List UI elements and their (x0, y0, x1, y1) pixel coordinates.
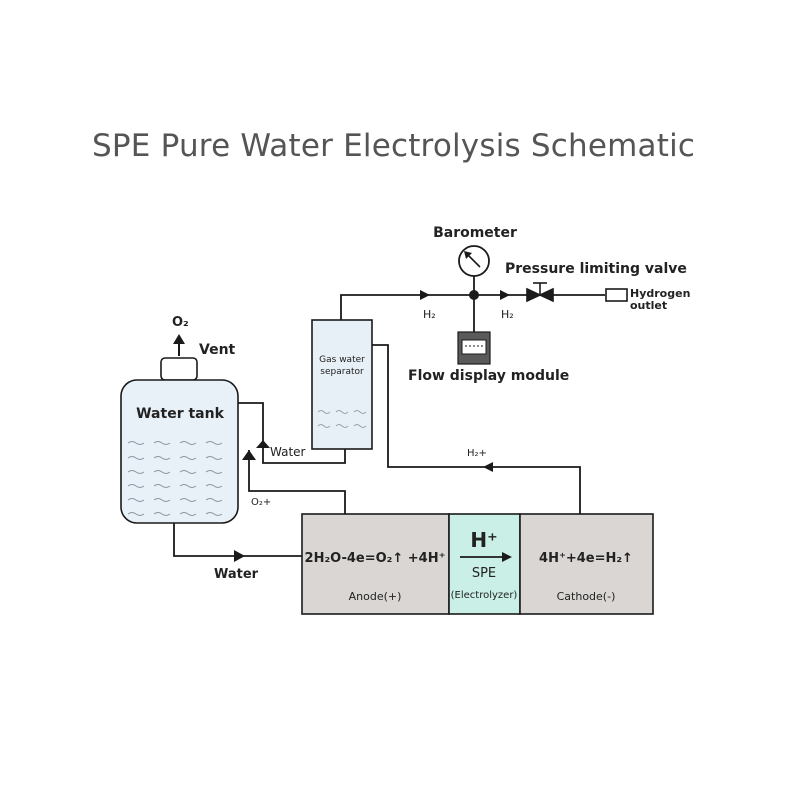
h2-label-left: H₂ (423, 308, 436, 321)
spe-membrane (448, 513, 521, 615)
vent-arrow-icon (173, 334, 185, 356)
h-plus-label: H⁺ (470, 528, 497, 552)
flow-display-icon (457, 331, 491, 365)
separator-label-1: Gas water (319, 355, 365, 365)
o2-label: O₂ (172, 315, 189, 330)
h2-plus-label: H₂+ (467, 448, 487, 459)
h2-main-pipe (340, 294, 605, 320)
pressure-valve-label: Pressure limiting valve (505, 261, 687, 277)
h2-plus-arrow (483, 462, 493, 472)
pressure-valve-icon (526, 282, 554, 303)
separator-label-2: separator (320, 367, 364, 377)
h2-label-right: H₂ (501, 308, 514, 321)
flow-display-label: Flow display module (408, 368, 569, 384)
anode-block (301, 513, 450, 615)
water-feed-pipe (173, 523, 302, 557)
anode-equation: 2H₂O-4e=O₂↑ +4H⁺ (305, 551, 446, 566)
cathode-equation: 4H⁺+4e=H₂↑ (539, 551, 633, 566)
water-tank (120, 357, 239, 524)
vent-label: Vent (199, 342, 236, 358)
barometer-label: Barometer (433, 225, 517, 241)
h2-plus-pipe (372, 344, 581, 514)
proton-arrow-icon (460, 552, 512, 562)
cathode-block (519, 513, 654, 615)
o2-plus-pipe (248, 450, 346, 514)
h2-arrow-2 (500, 290, 510, 300)
water-feed-label: Water (214, 567, 259, 582)
cathode-label: Cathode(-) (557, 590, 616, 603)
electrolyzer (301, 513, 654, 615)
hydrogen-outlet-label-2: outlet (630, 299, 667, 312)
page-title: SPE Pure Water Electrolysis Schematic (92, 128, 696, 164)
pipes (173, 276, 605, 557)
hydrogen-outlet-connector (605, 288, 628, 302)
hydrogen-outlet-label-1: Hydrogen (630, 287, 690, 300)
electrolyzer-label: (Electrolyzer) (451, 590, 518, 601)
o2-plus-arrow (242, 450, 256, 460)
junction-dot (469, 290, 479, 300)
anode-label: Anode(+) (349, 590, 402, 603)
spe-label: SPE (472, 566, 496, 581)
water-feed-arrow (234, 550, 245, 562)
o2-plus-label: O₂+ (251, 497, 271, 508)
water-tank-label: Water tank (136, 406, 224, 422)
h2-arrow-1 (420, 290, 430, 300)
barometer-gauge (458, 245, 490, 277)
water-return-label: Water (270, 445, 306, 459)
gas-water-separator (311, 319, 373, 450)
water-return-pipe (238, 402, 346, 464)
flow-arrows (234, 290, 510, 562)
water-return-arrow (256, 440, 270, 448)
